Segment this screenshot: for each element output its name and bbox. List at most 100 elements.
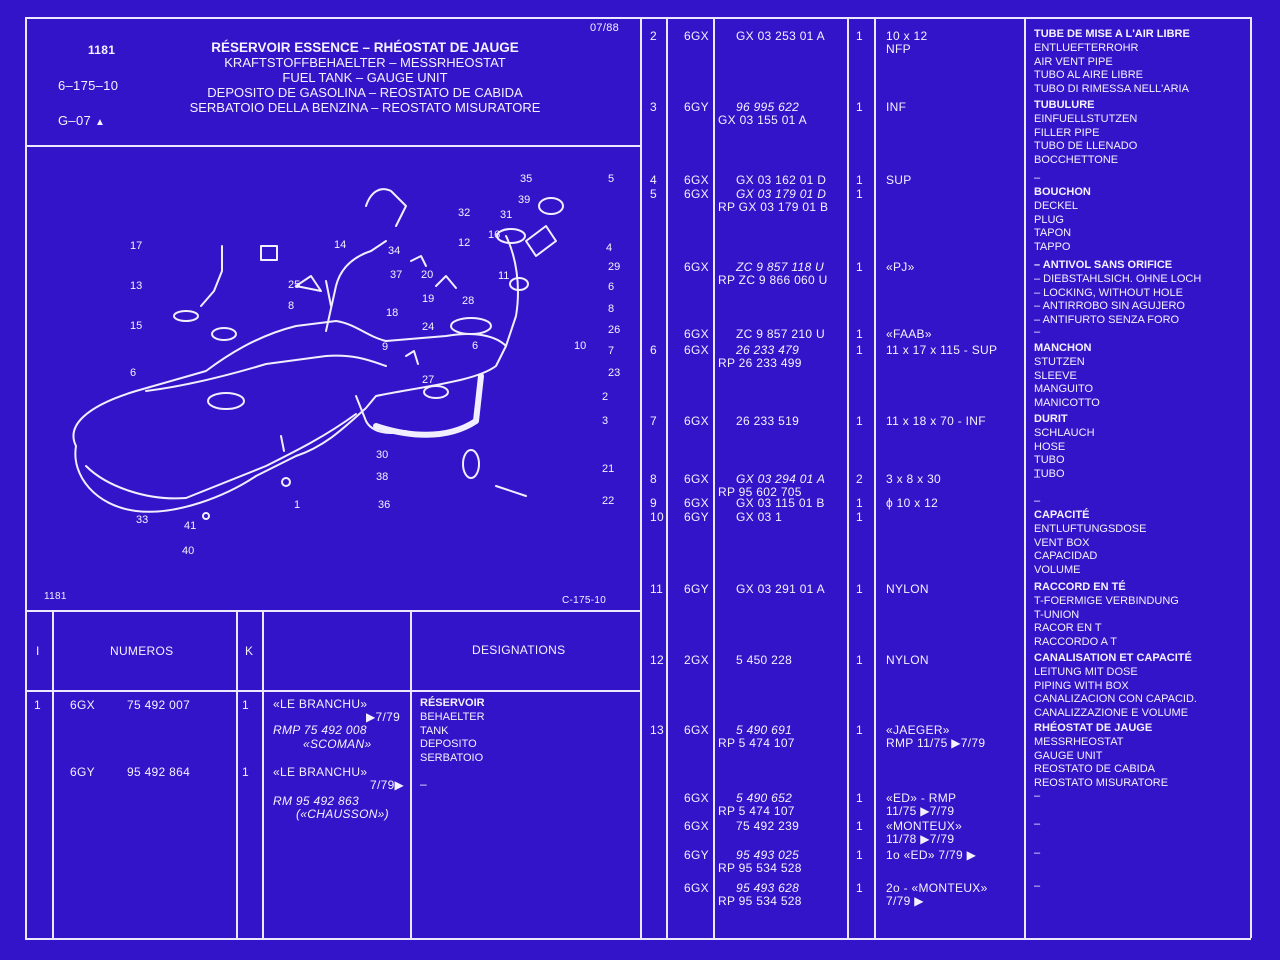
row-family: 6GY <box>70 765 95 779</box>
row-k: 1 <box>242 765 249 779</box>
callout-31: 31 <box>500 209 512 221</box>
callout-23: 23 <box>608 367 620 379</box>
table-header-divider <box>25 690 640 692</box>
row-number-alt: GX 03 155 01 A <box>718 113 807 127</box>
callout-6: 6 <box>130 367 136 379</box>
row-family: 6GY <box>684 582 709 596</box>
row-number: 75 492 239 <box>736 819 800 833</box>
row-number: GX 03 291 01 A <box>736 582 825 596</box>
row-note: 11/78 ▶7/79 <box>886 832 955 846</box>
col-divider-r5 <box>1024 17 1026 938</box>
callout-29: 29 <box>608 261 620 273</box>
callout-14: 14 <box>334 239 346 251</box>
row-number: 5 490 691 <box>736 723 793 737</box>
row-family: 6GX <box>684 791 709 805</box>
row-desc: – <box>1034 326 1041 338</box>
row-number: GX 03 179 01 D <box>736 187 827 201</box>
row-item: 2 <box>650 29 657 43</box>
row-note: «LE BRANCHU» <box>273 697 368 711</box>
row-note: «PJ» <box>886 260 915 274</box>
divider-center <box>640 17 642 938</box>
row-desc: – <box>1034 818 1041 830</box>
row-family: 6GX <box>684 173 709 187</box>
row-k: 1 <box>856 187 863 201</box>
row-family: 6GX <box>70 698 95 712</box>
row-note: 7/79▶ <box>370 778 405 792</box>
header-divider <box>25 145 640 147</box>
row-desc: – <box>1034 847 1041 859</box>
figure-code-right: C-175-10 <box>562 595 607 606</box>
row-number: GX 03 253 01 A <box>736 29 825 43</box>
row-number-alt: RP 5 474 107 <box>718 736 795 750</box>
row-number: 95 493 025 <box>736 848 800 862</box>
callout-11: 11 <box>498 270 509 282</box>
callout-25: 25 <box>288 279 300 291</box>
row-number-alt: RP 95 534 528 <box>718 894 802 908</box>
header-ref-1: 6–175–10 <box>58 78 119 93</box>
row-family: 6GX <box>684 29 709 43</box>
callout-1: 1 <box>294 499 300 511</box>
frame-right <box>1250 17 1252 938</box>
col-header-numeros: NUMEROS <box>110 644 174 658</box>
row-k: 1 <box>856 414 863 428</box>
callout-36: 36 <box>378 499 390 511</box>
callout-40: 40 <box>182 545 194 557</box>
row-note: 11 x 18 x 70 - INF <box>886 414 986 428</box>
row-number: GX 03 115 01 B <box>736 496 825 510</box>
row-k: 1 <box>856 100 863 114</box>
callout-41: 41 <box>184 520 196 532</box>
row-item: 13 <box>650 723 664 737</box>
row-note: 11/75 ▶7/79 <box>886 804 955 818</box>
title-fr: RÉSERVOIR ESSENCE – RHÉOSTAT DE JAUGE <box>211 40 519 55</box>
row-number-alt: RP 26 233 499 <box>718 356 802 370</box>
figure-divider <box>25 610 640 612</box>
row-desc: – <box>1034 790 1041 802</box>
title-en: FUEL TANK – GAUGE UNIT <box>282 70 448 85</box>
callout-37: 37 <box>390 269 402 281</box>
col-divider-2 <box>236 610 238 938</box>
row-k: 2 <box>856 472 863 486</box>
col-divider-r1 <box>666 17 668 938</box>
row-k: 1 <box>856 327 863 341</box>
row-family: 6GY <box>684 848 709 862</box>
row-note: RM 95 492 863 <box>273 794 359 808</box>
row-family: 6GX <box>684 496 709 510</box>
row-item: 11 <box>650 582 664 596</box>
row-note: 7/79 ▶ <box>886 894 924 908</box>
callout-6: 6 <box>472 340 478 352</box>
row-desc: – <box>1034 495 1041 507</box>
row-k: 1 <box>856 29 863 43</box>
callout-3: 3 <box>602 415 608 427</box>
callout-6: 6 <box>608 281 614 293</box>
row-number: 96 995 622 <box>736 100 800 114</box>
row-k: 1 <box>242 698 249 712</box>
row-item: 12 <box>650 653 664 667</box>
row-number: ZC 9 857 118 U <box>736 260 825 274</box>
row-family: 6GX <box>684 187 709 201</box>
col-divider-3 <box>262 610 264 938</box>
row-number-alt: RP GX 03 179 01 B <box>718 200 829 214</box>
tank-body <box>72 188 564 520</box>
row-item: 5 <box>650 187 657 201</box>
row-item: 4 <box>650 173 657 187</box>
row-note: SUP <box>886 173 912 187</box>
row-family: 6GY <box>684 510 709 524</box>
row-number: 95 493 628 <box>736 881 800 895</box>
row-k: 1 <box>856 723 863 737</box>
callout-4: 4 <box>606 242 612 254</box>
row-number-alt: RP 5 474 107 <box>718 804 795 818</box>
row-note: «LE BRANCHU» <box>273 765 368 779</box>
row-note: ϕ 10 x 12 <box>886 496 939 510</box>
row-note: («CHAUSSON») <box>296 807 389 821</box>
col-header-item: I <box>36 644 40 658</box>
row-number: GX 03 162 01 D <box>736 173 827 187</box>
callout-33: 33 <box>136 514 148 526</box>
callout-16: 16 <box>488 229 500 241</box>
row-k: 1 <box>856 791 863 805</box>
callout-27: 27 <box>422 374 434 386</box>
callout-38: 38 <box>376 471 388 483</box>
